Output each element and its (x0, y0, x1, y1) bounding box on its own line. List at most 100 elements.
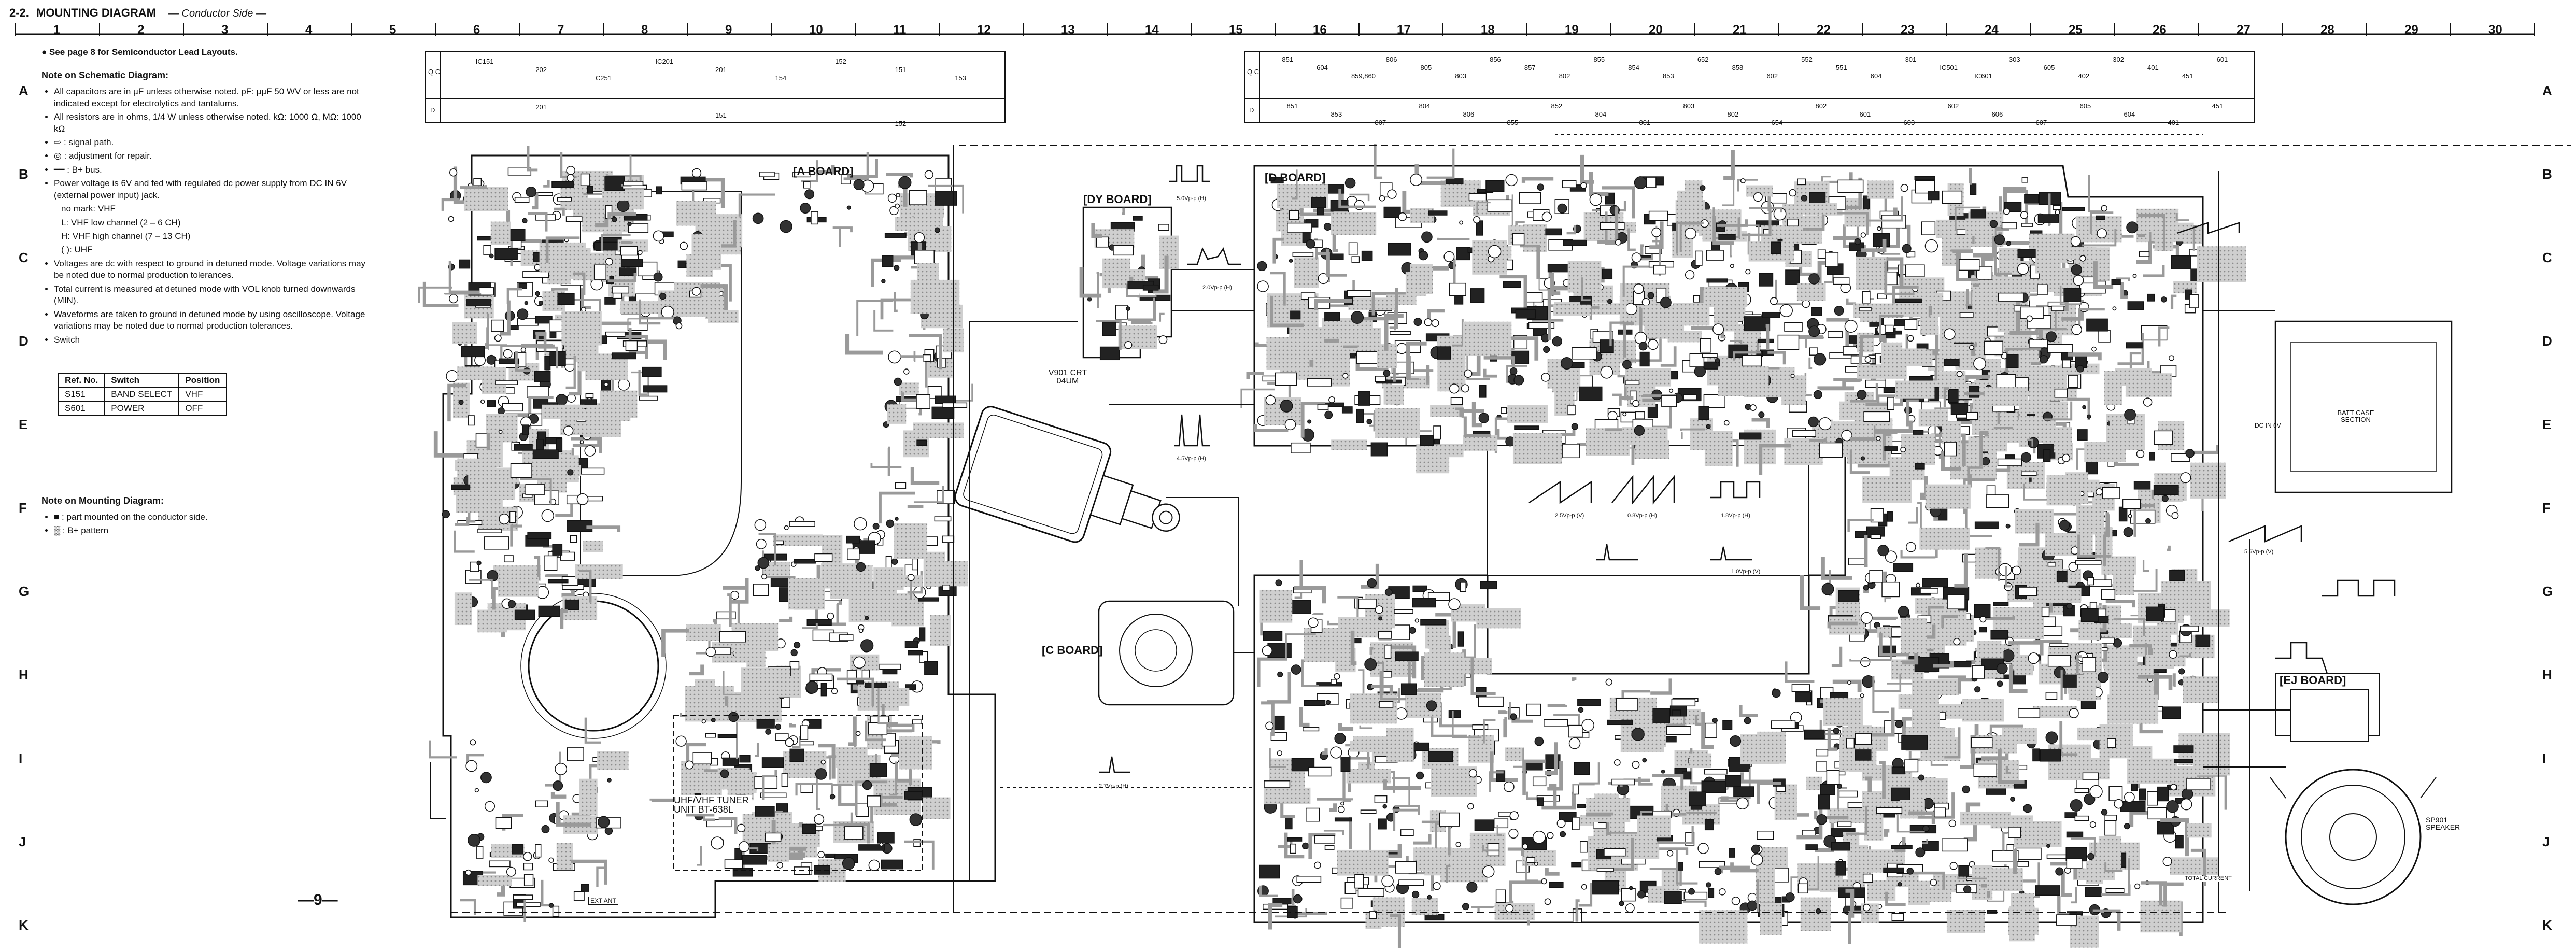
pcb-pattern (773, 534, 823, 546)
pcb-pad (1816, 814, 1828, 825)
pcb-pattern (894, 523, 928, 559)
pcb-pad (1334, 732, 1346, 744)
pcb-trace (1377, 662, 1384, 672)
pcb-part (2120, 801, 2146, 812)
pcb-part (552, 544, 563, 556)
pcb-pad (548, 903, 554, 908)
pcb-trace (1847, 519, 1874, 532)
pcb-part (1115, 305, 1128, 320)
pcb-pad (1461, 384, 1469, 393)
pcb-part (1970, 183, 1977, 195)
ext-ant-label: EXT ANT (588, 897, 618, 905)
pcb-pad (449, 168, 458, 177)
pcb-pad (1770, 297, 1778, 305)
pcb-trace (1329, 803, 1337, 812)
pcb-part (1890, 787, 1910, 802)
pcb-pattern (620, 301, 664, 314)
pcb-part (491, 319, 504, 332)
pcb-part (565, 216, 583, 222)
pcb-trace (2158, 326, 2170, 347)
pcb-part (1652, 708, 1671, 723)
pcb-pattern (1999, 248, 2021, 275)
pcb-trace (1299, 707, 1310, 727)
pcb-pad (1876, 436, 1881, 441)
pcb-trace (1826, 318, 1849, 348)
pcb-pattern (891, 593, 924, 627)
pcb-trace (2117, 333, 2144, 365)
pcb-pad (1522, 843, 1528, 850)
pcb-part (504, 555, 514, 563)
pcb-trace (1349, 193, 1370, 202)
pcb-part (1992, 850, 2019, 862)
pcb-part (1526, 857, 1536, 863)
pcb-pad (1930, 878, 1937, 886)
pcb-part (1331, 679, 1337, 685)
pcb-pattern (556, 843, 573, 871)
pcb-part (1877, 293, 1887, 299)
pcb-part (789, 521, 815, 527)
pcb-part (1259, 864, 1280, 879)
pcb-part (2105, 888, 2125, 893)
pcb-pad (1503, 781, 1515, 792)
column-label: 18 (1481, 23, 1495, 37)
waveform-label: 5.0Vp-p (H) (1177, 195, 1206, 202)
pcb-part (1971, 737, 1993, 748)
index-ref-label: 451 (2212, 102, 2224, 110)
pcb-part (914, 250, 935, 264)
pcb-part (1906, 251, 1916, 258)
pcb-part (1729, 848, 1735, 858)
pcb-pattern (1699, 910, 1748, 944)
waveform-label: 0.8Vp-p (H) (1627, 513, 1657, 519)
pcb-part (470, 561, 479, 572)
pcb-pad (555, 763, 568, 775)
pcb-part (1648, 210, 1668, 221)
pcb-part (1285, 816, 1293, 830)
pcb-trace (1908, 871, 1945, 890)
pcb-trace (1338, 723, 1354, 731)
pcb-trace (1730, 862, 1759, 873)
pcb-pad (1744, 717, 1751, 724)
pcb-pad (1773, 207, 1787, 221)
pcb-pad (907, 574, 915, 581)
row-label: I (2542, 750, 2546, 766)
pcb-part (1904, 319, 1918, 330)
pcb-part (1855, 749, 1872, 761)
pcb-trace (1390, 914, 1402, 948)
pcb-pattern (1962, 699, 2004, 722)
pcb-pad (1918, 774, 1924, 781)
pcb-pattern (1331, 439, 1367, 450)
pcb-pad (1854, 238, 1861, 245)
pcb-pad (2005, 523, 2011, 529)
pcb-pad (1694, 365, 1706, 377)
pcb-part (1920, 588, 1938, 594)
pcb-part (536, 438, 544, 452)
pcb-pad (1895, 720, 1903, 728)
pcb-pattern (1946, 910, 1985, 933)
pcb-part (927, 386, 942, 399)
pcb-trace (2027, 438, 2033, 447)
pcb-pad (1124, 340, 1133, 349)
pcb-trace (680, 713, 688, 717)
pcb-pad (711, 718, 716, 723)
pcb-pattern (922, 797, 951, 819)
pcb-pad (895, 203, 900, 209)
pcb-pad (720, 769, 729, 778)
pcb-pad (1509, 367, 1518, 375)
pcb-pad (1751, 844, 1761, 854)
pcb-part (1562, 180, 1577, 188)
pcb-trace (1998, 749, 2025, 784)
crt-drawing (954, 406, 1180, 543)
pcb-part (1819, 442, 1843, 458)
pcb-part (1304, 700, 1326, 706)
pcb-part (761, 757, 784, 768)
pcb-trace (2088, 175, 2105, 212)
index-right-row-bottom: D (1249, 106, 1254, 114)
pcb-pad (1833, 728, 1840, 734)
pcb-pad (1410, 173, 1423, 186)
pcb-pad (1847, 680, 1852, 685)
pcb-part (1478, 696, 1504, 707)
pcb-part (1501, 407, 1507, 414)
pcb-pad (755, 565, 760, 571)
pcb-trace (1413, 834, 1432, 845)
